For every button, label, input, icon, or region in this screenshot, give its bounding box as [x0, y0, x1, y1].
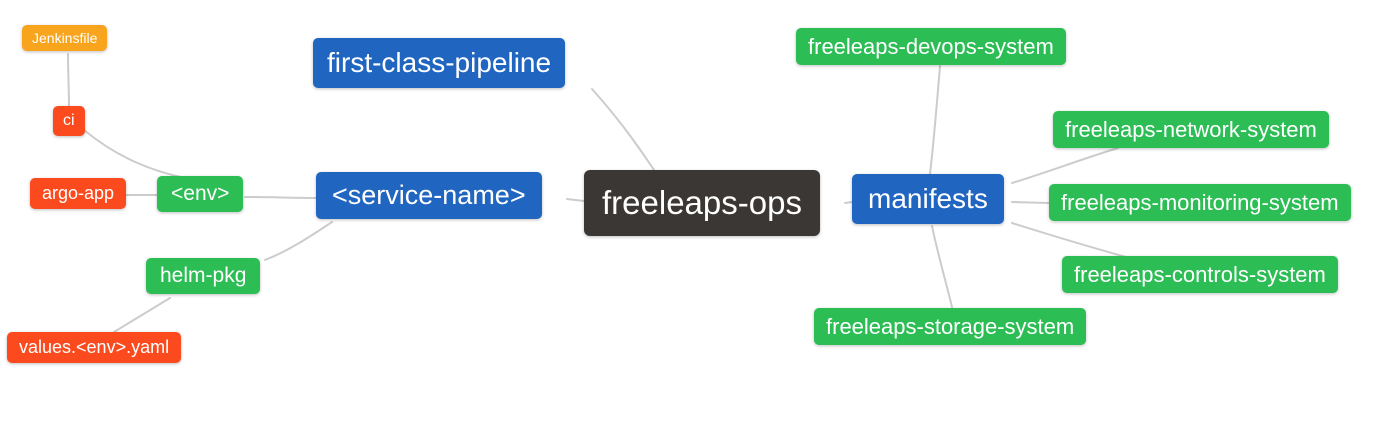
- edge-ops-manifests: [844, 201, 853, 204]
- node-helm-pkg[interactable]: helm-pkg: [146, 258, 261, 295]
- edge-values-helmpkg: [113, 297, 171, 333]
- edge-env-servicename: [244, 196, 317, 199]
- edge-servicename-ops: [566, 198, 585, 202]
- node-controls-system[interactable]: freeleaps-controls-system: [1062, 256, 1338, 294]
- node-values-env-yaml[interactable]: values.<env>.yaml: [7, 332, 182, 363]
- node-network-system[interactable]: freeleaps-network-system: [1053, 111, 1329, 149]
- edge-manifests-storage: [931, 225, 953, 308]
- edge-manifests-monitoring: [1011, 201, 1050, 204]
- node-devops-system[interactable]: freeleaps-devops-system: [796, 28, 1066, 66]
- node-storage-system[interactable]: freeleaps-storage-system: [814, 308, 1087, 346]
- edge-manifests-devops: [929, 65, 941, 175]
- edge-pipeline-ops: [591, 88, 655, 171]
- node-manifests[interactable]: manifests: [852, 174, 1004, 225]
- node-monitoring-system[interactable]: freeleaps-monitoring-system: [1049, 184, 1351, 222]
- node-jenkinsfile[interactable]: Jenkinsfile: [22, 25, 108, 52]
- node-ci[interactable]: ci: [53, 106, 85, 137]
- edge-manifests-network: [1011, 147, 1119, 184]
- edge-manifests-controls: [1011, 222, 1127, 258]
- node-env[interactable]: <env>: [157, 176, 244, 213]
- node-freeleaps-ops-root[interactable]: freeleaps-ops: [584, 170, 820, 236]
- node-first-class-pipeline[interactable]: first-class-pipeline: [313, 38, 566, 89]
- edge-ci-env: [83, 129, 186, 179]
- edge-helmpkg-servicename: [264, 221, 333, 261]
- edge-jenkinsfile-ci: [67, 53, 70, 107]
- node-service-name[interactable]: <service-name>: [316, 172, 542, 220]
- node-argo-app[interactable]: argo-app: [30, 178, 127, 209]
